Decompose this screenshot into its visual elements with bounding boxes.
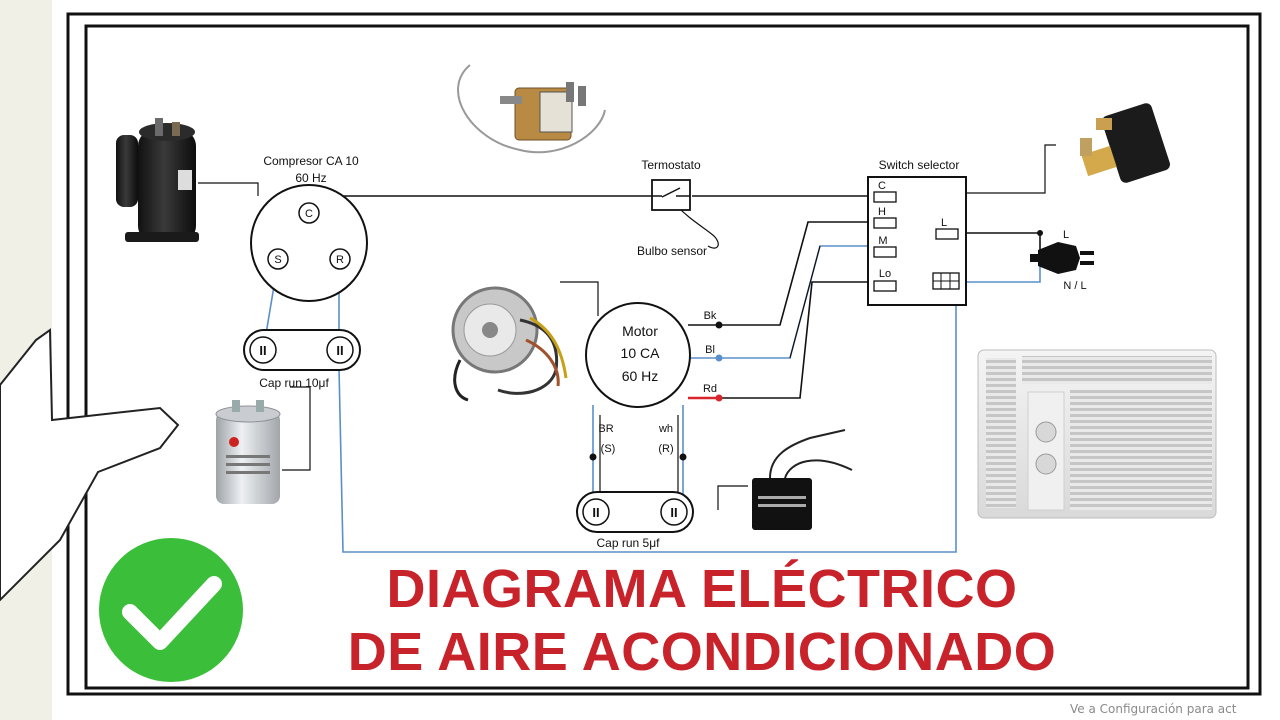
check-badge: [99, 538, 243, 682]
wire-wh-label: wh: [658, 423, 673, 435]
checkmark-icon: [122, 576, 222, 650]
terminal-s-label: S: [274, 254, 281, 266]
wire-rd-label: Rd: [703, 383, 717, 395]
compressor-title-line1: Compresor CA 10: [263, 154, 359, 168]
motor-cap-terminal-left: II: [592, 505, 599, 520]
thermostat-photo: [500, 82, 586, 141]
inner-frame: [84, 24, 1250, 690]
fan-capacitor-photo: [752, 429, 853, 530]
outer-frame: [66, 12, 1262, 696]
motor-label-line2: 10 CA: [621, 345, 661, 361]
headline-line2: DE AIRE ACONDICIONADO: [348, 622, 1057, 682]
switch-terminal-l: L: [941, 217, 947, 229]
compressor-symbol: Compresor CA 10 60 Hz C S R: [250, 154, 368, 302]
compressor-photo: [116, 118, 199, 242]
cap-run-compressor: II II Cap run 10μf: [243, 329, 361, 390]
compressor-terminal-s: [267, 248, 289, 270]
check-circle: [99, 538, 243, 682]
power-plug-icon: L N / L: [1030, 229, 1094, 292]
wire-wh-r-label: (R): [658, 443, 673, 455]
plug-neutral-label: N / L: [1063, 280, 1086, 292]
switch-terminal-lo: Lo: [879, 268, 891, 280]
cap-run-motor-label: Cap run 5μf: [597, 536, 661, 550]
pointer-hand: [0, 328, 180, 602]
switch-photo: [1080, 103, 1170, 183]
motor-label-line3: 60 Hz: [622, 368, 659, 384]
plug-line-label: L: [1063, 229, 1069, 241]
fan-motor-photo: [451, 286, 568, 402]
wire-bl-label: Bl: [705, 344, 715, 356]
junction-dots: [589, 230, 1043, 461]
cap-run-compressor-label: Cap run 10μf: [259, 376, 329, 390]
compressor-terminal-r: [329, 248, 351, 270]
thermostat-symbol: Termostato Bulbo sensor: [637, 158, 707, 258]
cap-terminal-right: II: [336, 343, 343, 358]
compressor-terminal-c: [298, 202, 320, 224]
switch-selector-label: Switch selector: [879, 158, 960, 172]
cap-terminal-left: II: [259, 343, 266, 358]
motor-label-line1: Motor: [622, 323, 658, 339]
motor-cap-terminal-right: II: [670, 505, 677, 520]
wire-bk-label: Bk: [704, 310, 717, 322]
os-watermark: Ve a Configuración para act: [1070, 702, 1237, 716]
wire-br-label: BR: [598, 423, 613, 435]
window-ac-photo: [977, 349, 1217, 519]
compressor-circle: [250, 184, 368, 302]
switch-terminal-c: C: [878, 180, 886, 192]
terminal-c-label: C: [305, 208, 313, 220]
motor-symbol: Motor 10 CA 60 Hz Bk Bl Rd BR (S) wh (R): [585, 302, 717, 455]
wire-br-s-label: (S): [601, 443, 616, 455]
thermostat-label: Termostato: [641, 158, 701, 172]
cap-run-motor: II II Cap run 5μf: [576, 491, 694, 550]
headline-line1: DIAGRAMA ELÉCTRICO: [387, 559, 1018, 619]
bulb-sensor-label: Bulbo sensor: [637, 244, 707, 258]
switch-terminal-m: M: [878, 235, 887, 247]
switch-terminal-h: H: [878, 206, 886, 218]
compressor-title-line2: 60 Hz: [295, 171, 326, 185]
terminal-r-label: R: [336, 254, 344, 266]
switch-selector: Switch selector C H M Lo L: [867, 158, 967, 306]
capacitor-photo: [215, 400, 281, 504]
